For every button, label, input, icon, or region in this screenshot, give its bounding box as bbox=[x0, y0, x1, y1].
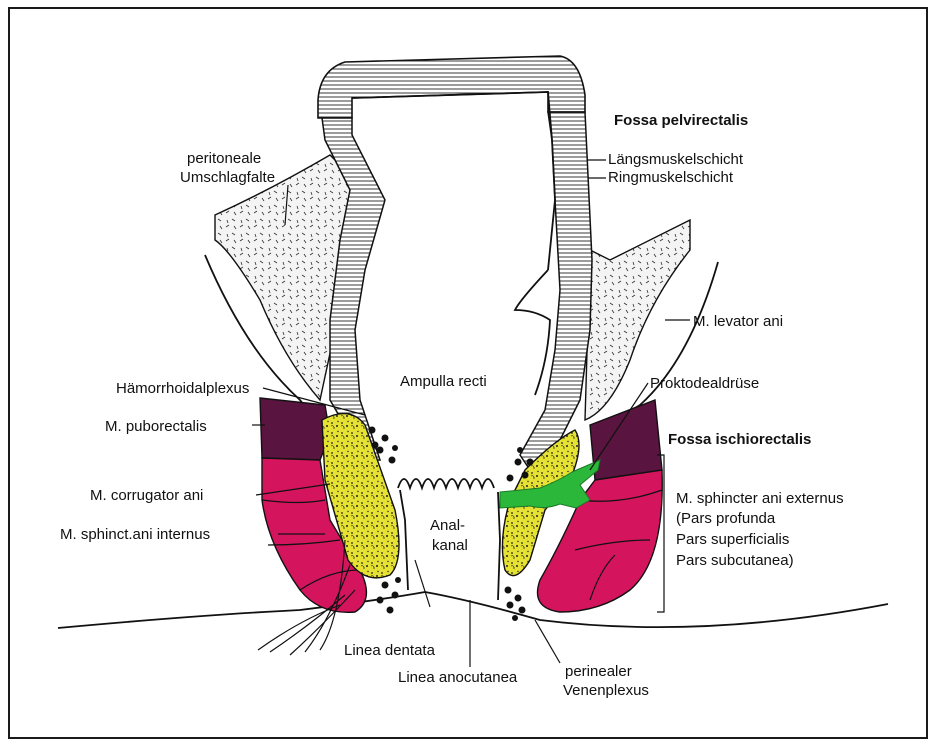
linea-dentata-wave bbox=[398, 479, 494, 488]
label-linea-anocutanea: Linea anocutanea bbox=[398, 669, 518, 686]
label-levator-ani: M. levator ani bbox=[693, 313, 783, 330]
label-perinealer-1: perinealer bbox=[565, 663, 632, 680]
puborectalis-left bbox=[260, 398, 330, 460]
label-pars-superficialis: Pars superficialis bbox=[676, 531, 789, 548]
label-haemorrhoidalplexus: Hämorrhoidalplexus bbox=[116, 380, 249, 397]
label-ringmuskelschicht: Ringmuskelschicht bbox=[608, 169, 734, 186]
label-puborectalis: M. puborectalis bbox=[105, 418, 207, 435]
label-fossa-pelvirectalis: Fossa pelvirectalis bbox=[614, 112, 748, 129]
rectum-top-wall bbox=[318, 56, 585, 118]
label-analkanal-2: kanal bbox=[432, 537, 468, 554]
label-ampulla-recti: Ampulla recti bbox=[400, 373, 487, 390]
label-pars-profunda: (Pars profunda bbox=[676, 510, 776, 527]
perineum-skin-line bbox=[58, 592, 888, 628]
puborectalis-right bbox=[590, 400, 662, 480]
label-peritoneale-2: Umschlagfalte bbox=[180, 169, 275, 186]
label-perinealer-2: Venenplexus bbox=[563, 682, 649, 699]
rectum-inner-fold-right bbox=[515, 270, 550, 395]
ampulla-lumen bbox=[352, 92, 555, 270]
label-linea-dentata: Linea dentata bbox=[344, 642, 436, 659]
label-analkanal-1: Anal- bbox=[430, 517, 465, 534]
label-peritoneale-1: peritoneale bbox=[187, 150, 261, 167]
rectum-wall-right bbox=[520, 112, 592, 470]
label-sphincter-externus: M. sphincter ani externus bbox=[676, 490, 844, 507]
anal-canal-left-wall bbox=[400, 490, 408, 590]
label-corrugator-ani: M. corrugator ani bbox=[90, 487, 203, 504]
label-fossa-ischiorectalis: Fossa ischiorectalis bbox=[668, 431, 811, 448]
label-laengsmuskelschicht: Längsmuskelschicht bbox=[608, 151, 744, 168]
label-sphinct-internus: M. sphinct.ani internus bbox=[60, 526, 210, 543]
label-proktodealdruese: Proktodealdrüse bbox=[650, 375, 759, 392]
label-pars-subcutanea: Pars subcutanea) bbox=[676, 552, 794, 569]
